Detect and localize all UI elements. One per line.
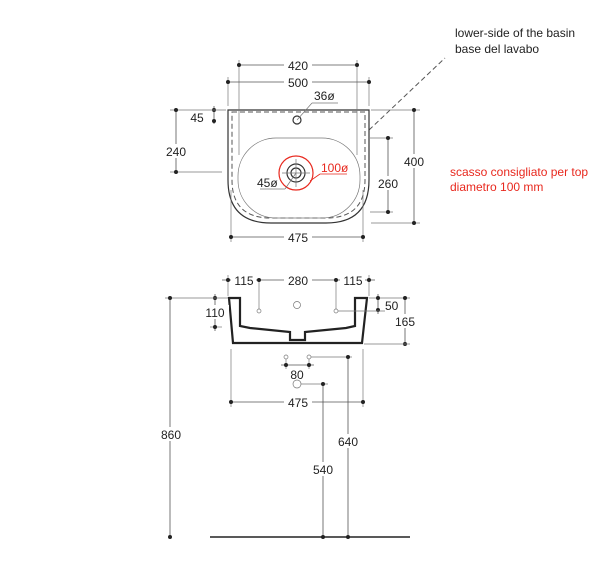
basin-section — [227, 296, 369, 345]
dim-80: 80 — [290, 368, 304, 382]
dim-36-dia: 36ø — [314, 89, 335, 103]
cutout-circle — [278, 155, 314, 191]
section-view: 115 280 115 110 860 50 165 80 475 — [156, 273, 420, 539]
dim-500: 500 — [288, 76, 308, 90]
leader-line — [368, 57, 446, 131]
note-cutout-2: diametro 100 mm — [450, 180, 543, 194]
dim-45-dia: 45ø — [257, 176, 278, 190]
dim-475-top: 475 — [288, 231, 308, 245]
dim-240: 240 — [166, 145, 186, 159]
dim-475-bottom: 475 — [288, 396, 308, 410]
dim-110: 110 — [205, 306, 224, 320]
dim-640: 640 — [338, 435, 358, 449]
note-lower-side-en: lower-side of the basin — [455, 26, 575, 40]
dim-860: 860 — [161, 428, 181, 442]
tap-hole — [292, 115, 302, 125]
dim-165: 165 — [395, 315, 415, 329]
dim-420: 420 — [288, 59, 308, 73]
dim-100-dia: 100ø — [321, 161, 349, 175]
dim-260: 260 — [378, 177, 398, 191]
note-lower-side-it: base del lavabo — [455, 42, 539, 56]
dim-115-right: 115 — [343, 274, 362, 288]
basin-underside — [231, 111, 366, 219]
dim-50: 50 — [385, 299, 399, 313]
dim-45: 45 — [190, 111, 204, 125]
dim-540: 540 — [313, 463, 333, 477]
dim-400: 400 — [404, 155, 424, 169]
bowl-outline — [237, 137, 361, 219]
note-cutout-1: scasso consigliato per top — [450, 165, 588, 179]
dim-280: 280 — [288, 274, 308, 288]
plan-view: 420 500 36ø 45 240 400 260 45ø 100ø — [160, 58, 430, 245]
dim-115-left: 115 — [234, 274, 253, 288]
